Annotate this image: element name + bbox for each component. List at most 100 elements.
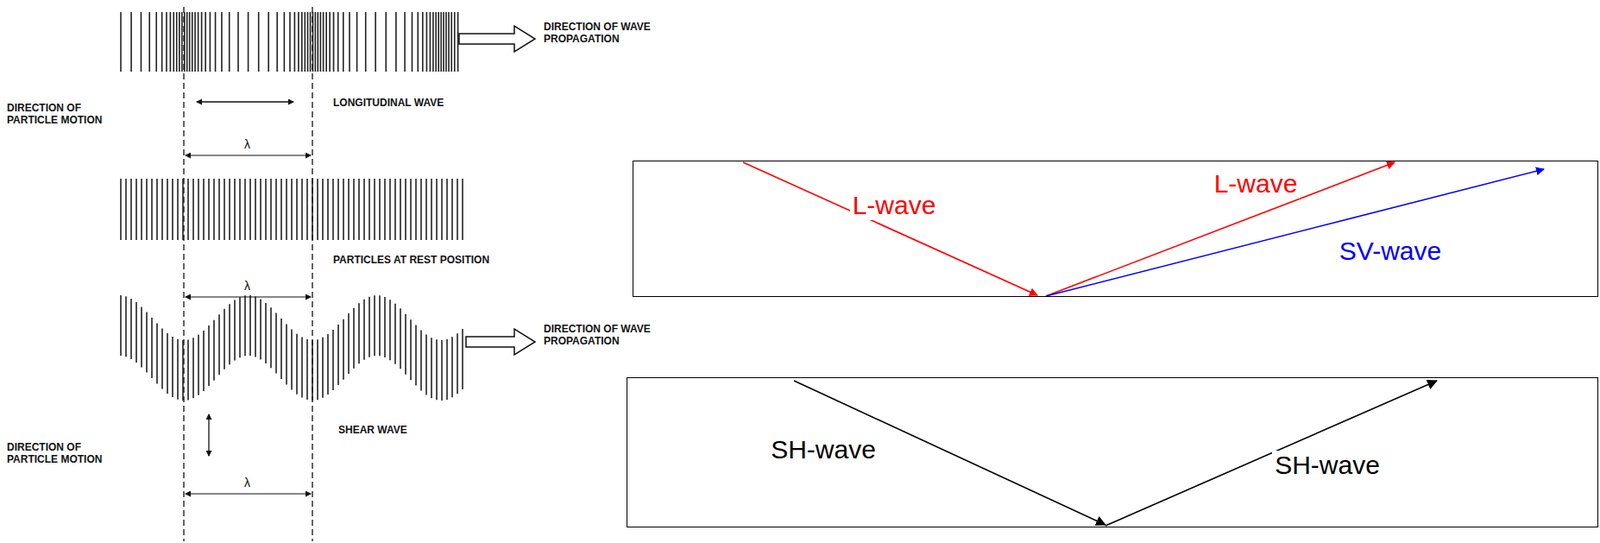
particle-stroke <box>425 333 428 395</box>
particle-stroke <box>130 298 133 360</box>
particle-stroke <box>187 339 189 400</box>
particle-stroke <box>306 178 309 240</box>
particle-stroke <box>135 302 138 363</box>
particle-stroke <box>207 178 210 240</box>
particle-stroke <box>301 12 303 72</box>
particle-stroke <box>447 12 450 72</box>
particle-stroke <box>172 12 175 72</box>
particle-stroke <box>403 12 406 72</box>
particle-stroke <box>306 339 309 400</box>
particle-stroke <box>325 12 328 72</box>
particle-stroke <box>130 178 133 240</box>
particle-stroke <box>411 12 414 72</box>
particle-stroke <box>332 178 334 240</box>
particle-stroke <box>294 12 297 72</box>
particle-stroke <box>285 178 288 240</box>
particle-stroke <box>161 178 164 240</box>
particle-stroke <box>171 178 174 240</box>
wave-label: SV-wave <box>1336 236 1444 266</box>
particle-stroke <box>426 12 429 72</box>
particle-stroke <box>384 12 387 72</box>
particle-stroke <box>197 12 200 72</box>
particle-stroke <box>321 337 324 398</box>
particle-stroke <box>237 12 240 72</box>
annotation: DIRECTION OF WAVE PROPAGATION <box>541 20 667 45</box>
particle-stroke <box>430 337 433 398</box>
reflected-ray <box>1045 162 1395 297</box>
particle-stroke <box>320 12 322 72</box>
particle-stroke <box>461 178 464 240</box>
wavelength-arrow <box>185 492 311 494</box>
particle-stroke <box>166 333 169 394</box>
particle-stroke <box>165 12 168 72</box>
particle-stroke <box>442 12 445 72</box>
particle-stroke <box>373 295 376 356</box>
particle-stroke <box>420 178 423 240</box>
particle-stroke <box>307 12 309 72</box>
particle-stroke <box>461 328 464 390</box>
particle-stroke <box>239 296 241 358</box>
particle-stroke <box>437 12 440 72</box>
annotation: DIRECTION OF WAVE PROPAGATION <box>541 322 667 347</box>
particle-stroke <box>337 12 340 72</box>
wavelength-symbol: λ <box>242 138 252 151</box>
particle-stroke <box>446 339 448 400</box>
particle-stroke <box>119 295 122 356</box>
particle-stroke <box>218 314 221 375</box>
particle-stroke <box>373 178 376 240</box>
particle-stroke <box>270 307 272 368</box>
particle-stroke <box>151 317 153 378</box>
particle-stroke <box>202 330 205 391</box>
particle-stroke <box>337 324 340 385</box>
particle-stroke <box>280 318 283 379</box>
particle-stroke <box>363 299 366 360</box>
particle-stroke <box>207 325 210 386</box>
particle-stroke <box>457 12 460 72</box>
particle-stroke <box>434 12 437 72</box>
particle-stroke <box>130 12 133 72</box>
particle-stroke <box>194 12 196 72</box>
particle-stroke <box>304 12 307 72</box>
wavelength-arrow <box>185 154 311 156</box>
particle-stroke <box>456 178 459 240</box>
particle-stroke <box>309 12 312 72</box>
particle-stroke <box>192 178 195 240</box>
particle-stroke <box>201 12 203 72</box>
particle-stroke <box>223 308 226 370</box>
wavelength-arrow <box>185 296 311 297</box>
particle-stroke <box>378 178 381 240</box>
annotation: LONGITUDINAL WAVE <box>331 96 446 109</box>
particle-stroke <box>290 329 293 391</box>
particle-stroke <box>148 12 151 72</box>
particle-stroke <box>191 12 194 72</box>
particle-stroke <box>213 320 215 381</box>
particle-stroke <box>399 308 402 369</box>
particle-stroke <box>151 178 153 240</box>
wave-label: SH-wave <box>768 434 879 465</box>
particle-stroke <box>197 334 200 396</box>
particle-stroke <box>233 300 236 361</box>
particle-stroke <box>228 178 231 240</box>
particle-stroke <box>395 12 397 72</box>
particle-stroke <box>140 178 143 240</box>
particle-stroke <box>239 178 241 240</box>
particle-stroke <box>445 12 448 72</box>
particle-stroke <box>289 12 291 72</box>
particle-stroke <box>389 299 391 360</box>
particle-stroke <box>322 12 325 72</box>
particle-stroke <box>409 178 412 240</box>
plate-specimen: L-waveL-waveSV-wave <box>632 160 1599 297</box>
particle-stroke <box>170 12 172 72</box>
longitudinal-particles <box>120 12 459 72</box>
particle-stroke <box>135 178 138 240</box>
particle-stroke <box>404 314 407 375</box>
particle-stroke <box>316 178 319 240</box>
particle-stroke <box>321 178 324 240</box>
particle-stroke <box>352 308 355 369</box>
particle-stroke <box>214 12 217 72</box>
particle-stroke <box>204 12 207 72</box>
wave-label: SH-wave <box>1272 450 1383 480</box>
particle-stroke <box>213 178 215 240</box>
particle-stroke <box>247 12 250 72</box>
particle-stroke <box>337 178 340 240</box>
